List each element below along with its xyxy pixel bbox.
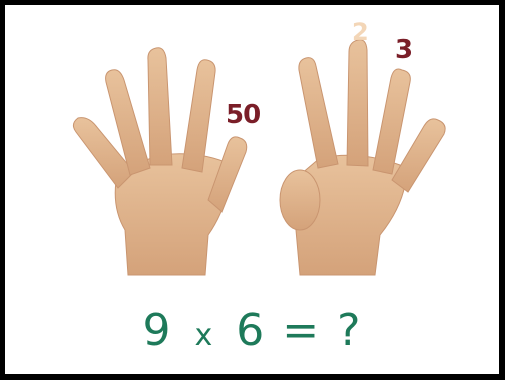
equation-question: ? bbox=[337, 305, 363, 356]
right-hand-label: 3 bbox=[395, 35, 414, 65]
left-middle bbox=[147, 47, 173, 166]
left-hand-label: 50 bbox=[226, 100, 261, 130]
equation-left-operand: 9 bbox=[142, 305, 173, 356]
left-ring bbox=[105, 69, 151, 176]
faded-two-mark: 2 bbox=[352, 18, 369, 46]
equation-equals: = bbox=[282, 305, 322, 356]
left-pinky bbox=[72, 117, 135, 189]
left-thumb bbox=[207, 136, 248, 213]
right-pinky bbox=[391, 118, 446, 193]
right-ring bbox=[372, 68, 411, 175]
right-thumb bbox=[279, 169, 321, 231]
equation-right-operand: 6 bbox=[236, 305, 267, 356]
right-index bbox=[298, 57, 339, 169]
left-index bbox=[181, 59, 216, 173]
right-hand bbox=[279, 39, 446, 276]
left-hand bbox=[72, 47, 248, 276]
equation: 9 x 6 = ? bbox=[0, 305, 505, 356]
equation-operator: x bbox=[194, 318, 215, 353]
right-middle bbox=[346, 39, 369, 167]
